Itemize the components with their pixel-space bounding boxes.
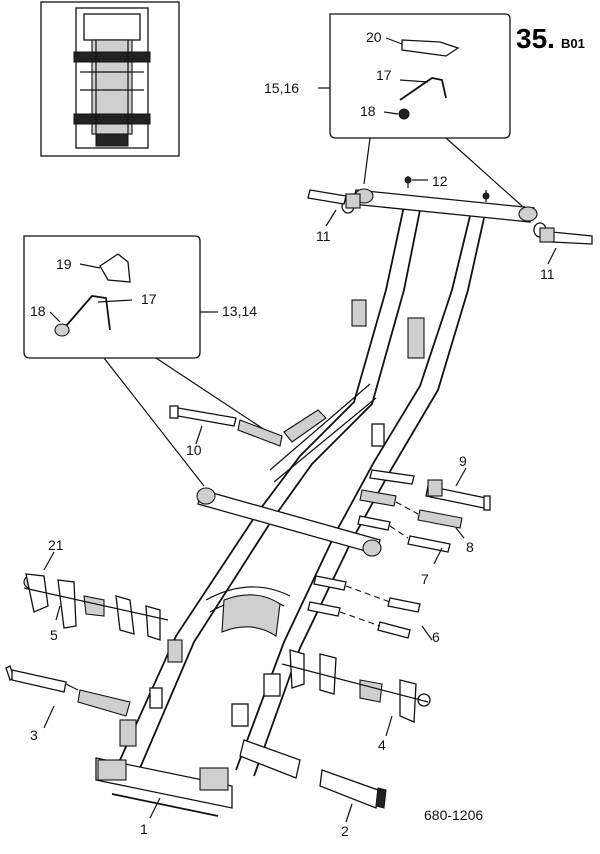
callout-1: 1: [140, 821, 148, 837]
callout-3: 3: [30, 727, 38, 743]
page-number: 35.: [516, 23, 555, 54]
part-3-strut: [5, 665, 131, 717]
part-20-wedge: [401, 39, 460, 57]
part-19-bracket: [99, 253, 131, 283]
callout-5: 5: [50, 627, 58, 643]
callout-19: 19: [56, 256, 72, 272]
callout-8: 8: [466, 539, 474, 555]
callout-13-14: 13,14: [222, 303, 257, 319]
callout-17-left: 17: [141, 291, 157, 307]
part-11-right: [539, 227, 593, 245]
detail-box-15-16: [318, 13, 523, 207]
callout-21: 21: [48, 537, 64, 553]
callout-17-top: 17: [376, 67, 392, 83]
part-11-left: [307, 189, 361, 209]
part-10-pin: [169, 405, 283, 447]
callout-10: 10: [186, 442, 202, 458]
reference-code: 680-1206: [424, 807, 483, 823]
callout-18-top: 18: [360, 103, 376, 119]
detail-box-13-14: [23, 235, 269, 487]
part-9-pin: [369, 469, 491, 511]
callout-15-16: 15,16: [264, 80, 299, 96]
locator-thumbnail: [40, 1, 180, 157]
callout-2: 2: [341, 823, 349, 839]
part-18-washer: [54, 323, 70, 337]
part-17-bracket: [399, 77, 447, 101]
part-6-bars: [307, 575, 421, 639]
callout-20: 20: [366, 29, 382, 45]
callout-11-right: 11: [540, 266, 555, 282]
callout-4: 4: [378, 737, 386, 753]
part-4-brackets: [281, 649, 431, 723]
callout-9: 9: [459, 453, 467, 469]
callout-11-left: 11: [316, 228, 331, 244]
callout-leaders: [43, 179, 557, 823]
page-suffix: B01: [561, 36, 585, 51]
front-crossmember: [95, 757, 233, 809]
part-7-bars: [357, 515, 451, 553]
chassis-frame: [95, 188, 547, 817]
part-8-bars: [359, 489, 463, 529]
part-5-brackets: [23, 573, 169, 641]
callout-18-left: 18: [30, 303, 46, 319]
part-2-strut: [239, 739, 387, 809]
callout-6: 6: [432, 629, 440, 645]
part-12-bolts: [404, 176, 490, 202]
callout-12: 12: [432, 173, 448, 189]
part-17-bolt: [65, 295, 111, 331]
callout-7: 7: [421, 571, 429, 587]
rear-crossmember: [351, 189, 535, 223]
part-18-nut: [398, 108, 410, 120]
